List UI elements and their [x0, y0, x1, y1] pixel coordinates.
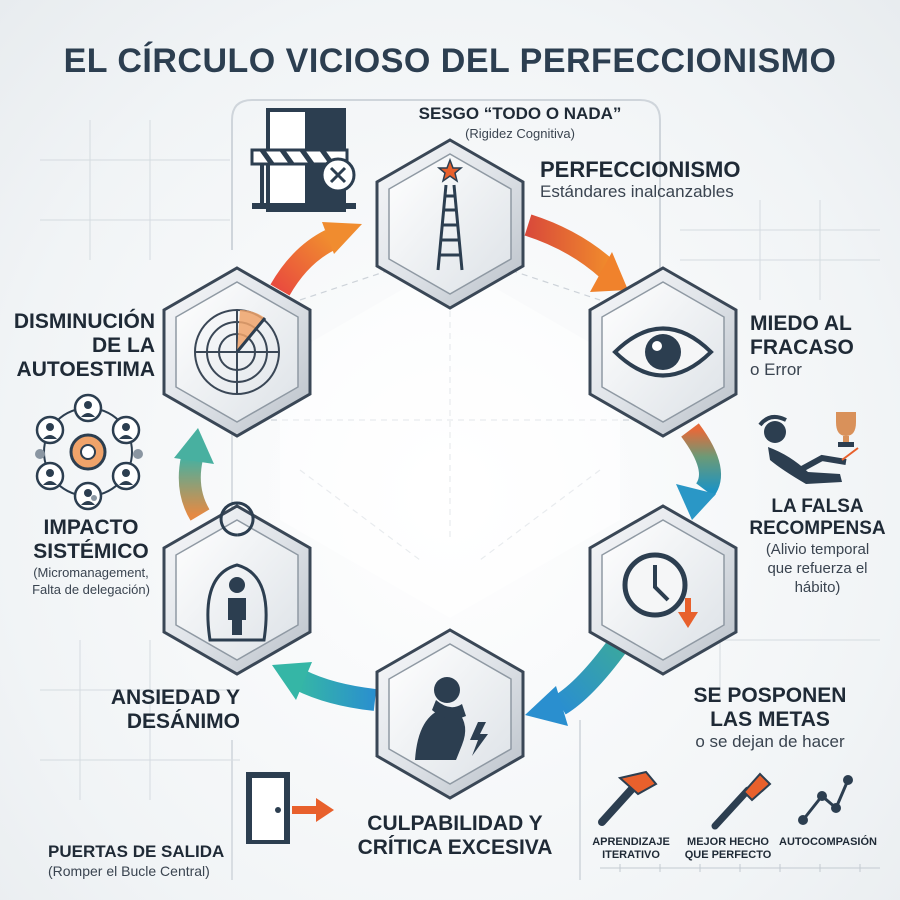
label-ansiedad: ANSIEDAD Y DESÁNIMO	[40, 686, 240, 734]
callout-sub-line2: Falta de delegación)	[32, 582, 150, 597]
exit-line1: APRENDIZAJE	[592, 836, 670, 848]
callout-puertas: PUERTAS DE SALIDA (Romper el Bucle Centr…	[48, 842, 224, 881]
distressed-person-icon	[415, 677, 488, 760]
hammer-icon	[598, 770, 658, 826]
paintbrush-icon	[711, 772, 772, 830]
label-pospone: SE POSPONEN LAS METAS o se dejan de hace…	[660, 684, 880, 751]
callout-title: SESGO “TODO O NADA”	[418, 104, 622, 123]
reclining-person-trophy-icon	[758, 412, 859, 484]
clock-down-arrow-icon	[622, 552, 698, 628]
exit-item: AUTOCOMPASIÓN	[778, 836, 878, 849]
label-title-line2: DESÁNIMO	[126, 710, 240, 733]
node-perfeccionismo	[375, 138, 525, 310]
ladder-star-icon	[436, 157, 464, 271]
callout-sesgo: SESGO “TODO O NADA” (Rigidez Cognitiva)	[390, 104, 650, 143]
label-title-line2: FRACASO	[750, 336, 854, 359]
person-silhouette-icon	[206, 501, 268, 642]
node-culpa	[375, 628, 525, 800]
callout-subtitle: (Romper el Bucle Central)	[48, 863, 210, 879]
label-subtitle: o Error	[750, 360, 802, 379]
label-title-line1: SE POSPONEN	[693, 684, 847, 707]
barrier-door-icon	[250, 108, 356, 212]
callout-title-line2: SISTÉMICO	[33, 540, 149, 563]
exit-line2: ITERATIVO	[602, 849, 660, 861]
callout-impacto: IMPACTO SISTÉMICO (Micromanagement, Falt…	[6, 516, 176, 598]
label-title-line1: CULPABILIDAD Y	[367, 812, 543, 835]
node-ansiedad	[162, 501, 312, 676]
label-culpa: CULPABILIDAD Y CRÍTICA EXCESIVA	[340, 812, 570, 860]
exit-item: APRENDIZAJE ITERATIVO	[586, 836, 676, 862]
callout-sub-line2: que refuerza el	[767, 560, 868, 577]
exit-item: MEJOR HECHO QUE PERFECTO	[680, 836, 776, 862]
node-pospone	[588, 504, 738, 676]
callout-title: PUERTAS DE SALIDA	[48, 842, 225, 861]
node-miedo	[588, 266, 738, 438]
label-title-line1: ANSIEDAD Y	[110, 686, 240, 709]
callout-falsa-recompensa: LA FALSA RECOMPENSA (Alivio temporal que…	[740, 496, 895, 597]
label-subtitle: o se dejan de hacer	[695, 732, 845, 751]
callout-sub-line3: hábito)	[794, 579, 841, 596]
callout-title-line1: LA FALSA	[771, 496, 864, 517]
label-title: PERFECCIONISMO	[540, 157, 741, 182]
label-title-line3: AUTOESTIMA	[16, 358, 155, 381]
label-title-line2: CRÍTICA EXCESIVA	[357, 836, 553, 859]
line-chart-icon	[798, 775, 853, 825]
exit-door-icon	[246, 772, 334, 844]
radar-icon	[194, 309, 280, 395]
exit-line1: AUTOCOMPASIÓN	[779, 836, 877, 848]
callout-title-line2: RECOMPENSA	[749, 518, 886, 539]
team-network-gear-icon	[35, 393, 143, 511]
label-title-line2: LAS METAS	[710, 708, 830, 731]
node-autoestima	[162, 266, 312, 438]
label-title-line2: DE LA	[92, 334, 155, 357]
callout-sub-line1: (Micromanagement,	[33, 565, 149, 580]
label-autoestima: DISMINUCIÓN DE LA AUTOESTIMA	[10, 310, 155, 382]
exit-line2: QUE PERFECTO	[684, 849, 772, 861]
label-subtitle: Estándares inalcanzables	[540, 182, 734, 201]
page-title: EL CÍRCULO VICIOSO DEL PERFECCIONISMO	[63, 42, 837, 80]
callout-sub-line1: (Alivio temporal	[765, 541, 870, 558]
label-title-line1: MIEDO AL	[750, 312, 852, 335]
label-title-line1: DISMINUCIÓN	[13, 310, 155, 333]
callout-subtitle: (Rigidez Cognitiva)	[465, 126, 575, 141]
exit-line1: MEJOR HECHO	[687, 836, 769, 848]
callout-title-line1: IMPACTO	[43, 516, 139, 539]
label-perfeccionismo: PERFECCIONISMO Estándares inalcanzables	[540, 157, 741, 202]
eye-icon	[612, 326, 714, 378]
label-miedo: MIEDO AL FRACASO o Error	[750, 312, 854, 379]
